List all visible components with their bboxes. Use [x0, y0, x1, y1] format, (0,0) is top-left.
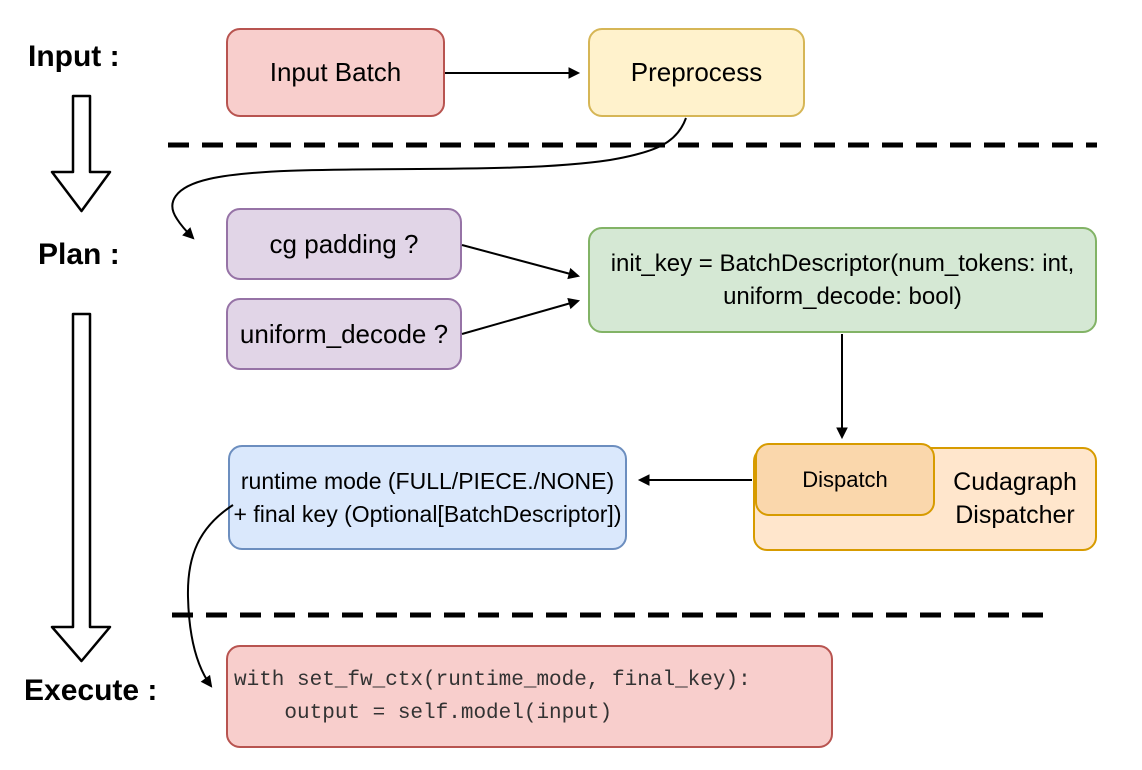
node-preprocess: Preprocess	[588, 28, 805, 117]
stage-label-execute: Execute :	[24, 674, 158, 707]
stage-label-plan: Plan :	[38, 238, 120, 271]
arrow-cg-padding-to-init-key	[461, 244, 581, 280]
node-uniform-decode: uniform_decode ?	[226, 298, 462, 370]
node-cudagraph-line2: Dispatcher	[955, 501, 1075, 529]
node-uniform-decode-label: uniform_decode ?	[239, 318, 449, 349]
node-cudagraph-line1: Cudagraph	[953, 468, 1077, 496]
node-runtime-line1: runtime mode (FULL/PIECE./NONE)	[240, 467, 615, 494]
node-cudagraph-dispatcher-label: Cudagraph Dispatcher	[937, 449, 1093, 549]
node-execute-code-line1: with set_fw_ctx(runtime_mode, final_key)…	[234, 668, 751, 692]
node-init-key: init_key = BatchDescriptor(num_tokens: i…	[588, 227, 1097, 333]
node-input-batch-label: Input Batch	[269, 57, 402, 88]
node-dispatch: Dispatch	[755, 443, 935, 516]
node-preprocess-label: Preprocess	[630, 57, 763, 88]
node-cg-padding: cg padding ?	[226, 208, 462, 280]
node-runtime-line2: + final key (Optional[BatchDescriptor])	[233, 500, 622, 527]
node-dispatch-label: Dispatch	[802, 466, 888, 492]
node-init-key-line1: init_key = BatchDescriptor(num_tokens: i…	[610, 250, 1075, 277]
stage-arrow-plan-to-execute	[50, 312, 112, 663]
node-cg-padding-label: cg padding ?	[269, 228, 419, 259]
node-init-key-line2: uniform_decode: bool)	[723, 283, 962, 310]
stage-arrow-input-to-plan	[50, 94, 112, 213]
node-execute-code-line2: output = self.model(input)	[234, 701, 613, 725]
stage-label-input: Input :	[28, 40, 120, 73]
node-input-batch: Input Batch	[226, 28, 445, 117]
arrow-uniform-decode-to-init-key	[461, 298, 581, 335]
node-runtime-mode: runtime mode (FULL/PIECE./NONE) + final …	[228, 445, 627, 550]
node-execute-code: with set_fw_ctx(runtime_mode, final_key)…	[226, 645, 833, 748]
